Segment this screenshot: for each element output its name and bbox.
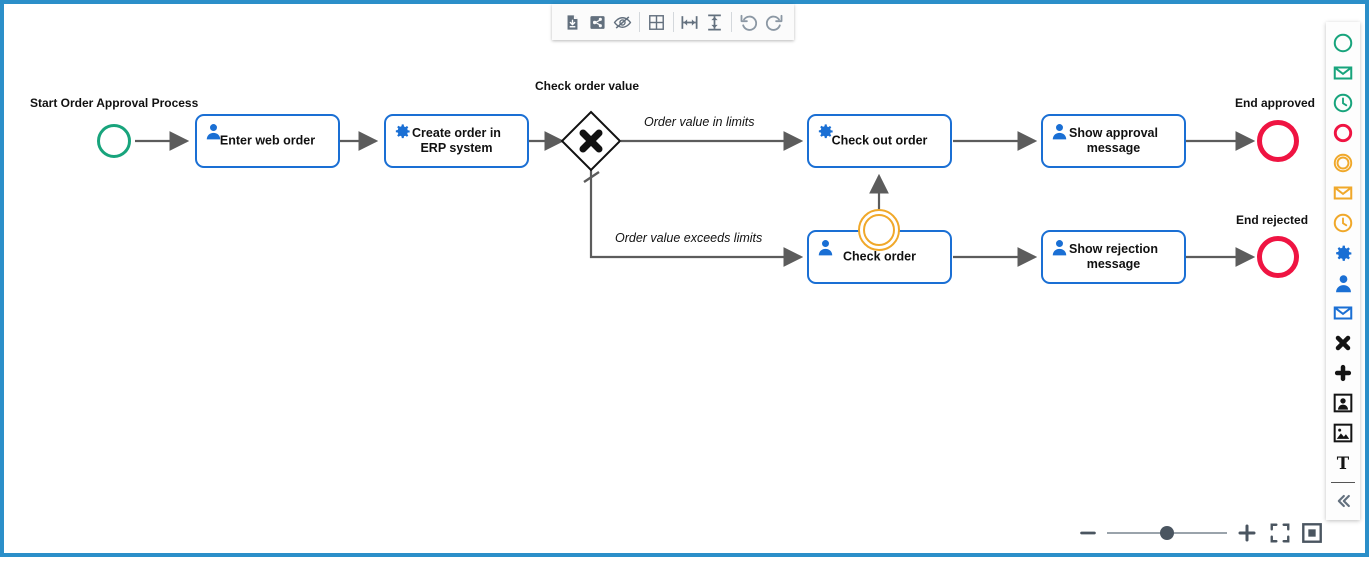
service-task-icon <box>393 122 412 141</box>
element-palette[interactable]: T <box>1326 22 1360 520</box>
task-label: Show approval message <box>1043 126 1184 156</box>
end-event-approved-label: End approved <box>1235 96 1316 110</box>
user-task-icon <box>204 122 223 141</box>
task-show-approval-message[interactable]: Show approval message <box>1041 114 1186 168</box>
start-message-event-icon[interactable] <box>1326 58 1360 88</box>
task-label-line2: message <box>1086 141 1141 155</box>
hide-eye-icon[interactable] <box>610 7 635 37</box>
edge-label-exceeds-limits: Order value exceeds limits <box>615 231 763 245</box>
svg-text:T: T <box>1337 453 1350 473</box>
user-task-icon[interactable] <box>1326 268 1360 298</box>
end-event-icon[interactable] <box>1326 118 1360 148</box>
end-event-rejected-label: End rejected <box>1236 213 1309 227</box>
task-check-order[interactable]: Check order <box>807 230 952 284</box>
edge-label-in-limits: Order value in limits <box>644 115 755 129</box>
task-check-out-order[interactable]: Check out order <box>807 114 952 168</box>
task-label-line2: ERP system <box>420 141 493 155</box>
service-task-icon[interactable] <box>1326 238 1360 268</box>
grid-icon[interactable] <box>644 7 669 37</box>
task-label: Enter web order <box>219 133 316 148</box>
pool-icon[interactable] <box>1326 388 1360 418</box>
distribute-vertical-icon[interactable] <box>702 7 727 37</box>
end-event-rejected[interactable] <box>1257 236 1299 278</box>
exclusive-gateway[interactable] <box>562 112 620 170</box>
bpmn-diagram: Start Order Approval Process Enter web o… <box>4 4 1369 561</box>
editor-toolbar[interactable] <box>552 4 794 40</box>
zoom-controls[interactable] <box>1077 521 1323 545</box>
start-event-label: Start Order Approval Process <box>30 96 199 110</box>
intermediate-event-icon[interactable] <box>1326 148 1360 178</box>
user-task-icon <box>1050 122 1069 141</box>
task-enter-web-order[interactable]: Enter web order <box>195 114 340 168</box>
start-event[interactable] <box>97 124 131 158</box>
fit-to-screen-button[interactable] <box>1269 522 1291 544</box>
task-show-rejection-message[interactable]: Show rejection message <box>1041 230 1186 284</box>
task-label: Show rejection message <box>1043 242 1184 272</box>
distribute-horizontal-icon[interactable] <box>677 7 702 37</box>
task-label: Check out order <box>831 133 928 148</box>
service-task-icon <box>816 122 835 141</box>
end-event-approved[interactable] <box>1257 120 1299 162</box>
zoom-slider[interactable] <box>1107 523 1227 543</box>
user-task-icon <box>816 238 835 257</box>
palette-divider <box>1331 482 1355 483</box>
zoom-in-button[interactable] <box>1235 521 1259 545</box>
boundary-event-inner-ring <box>863 214 895 246</box>
start-timer-event-icon[interactable] <box>1326 88 1360 118</box>
toolbar-divider-2 <box>672 12 674 32</box>
task-label: Check order <box>843 249 916 264</box>
task-label-line1: Show approval <box>1069 126 1158 140</box>
undo-icon[interactable] <box>736 7 761 37</box>
collapse-palette-icon[interactable] <box>1326 486 1360 516</box>
zoom-out-button[interactable] <box>1077 522 1099 544</box>
start-event-icon[interactable] <box>1326 28 1360 58</box>
toolbar-divider-3 <box>731 12 733 32</box>
redo-icon[interactable] <box>761 7 786 37</box>
text-annotation-icon[interactable]: T <box>1326 448 1360 478</box>
task-label-line1: Create order in <box>412 126 501 140</box>
exclusive-gateway-icon[interactable] <box>1326 328 1360 358</box>
task-label: Create order in ERP system <box>386 126 527 156</box>
zoom-slider-thumb[interactable] <box>1160 526 1174 540</box>
task-label-line1: Show rejection <box>1069 242 1158 256</box>
actual-size-button[interactable] <box>1301 522 1323 544</box>
intermediate-timer-event-icon[interactable] <box>1326 208 1360 238</box>
intermediate-message-event-icon[interactable] <box>1326 178 1360 208</box>
send-task-icon[interactable] <box>1326 298 1360 328</box>
parallel-gateway-icon[interactable] <box>1326 358 1360 388</box>
user-task-icon <box>1050 238 1069 257</box>
image-icon[interactable] <box>1326 418 1360 448</box>
gateway-label: Check order value <box>535 79 640 93</box>
task-label-line2: message <box>1086 257 1141 271</box>
share-icon[interactable] <box>585 7 610 37</box>
task-create-order-erp[interactable]: Create order in ERP system <box>384 114 529 168</box>
toolbar-divider-1 <box>638 12 640 32</box>
export-file-icon[interactable] <box>560 7 585 37</box>
